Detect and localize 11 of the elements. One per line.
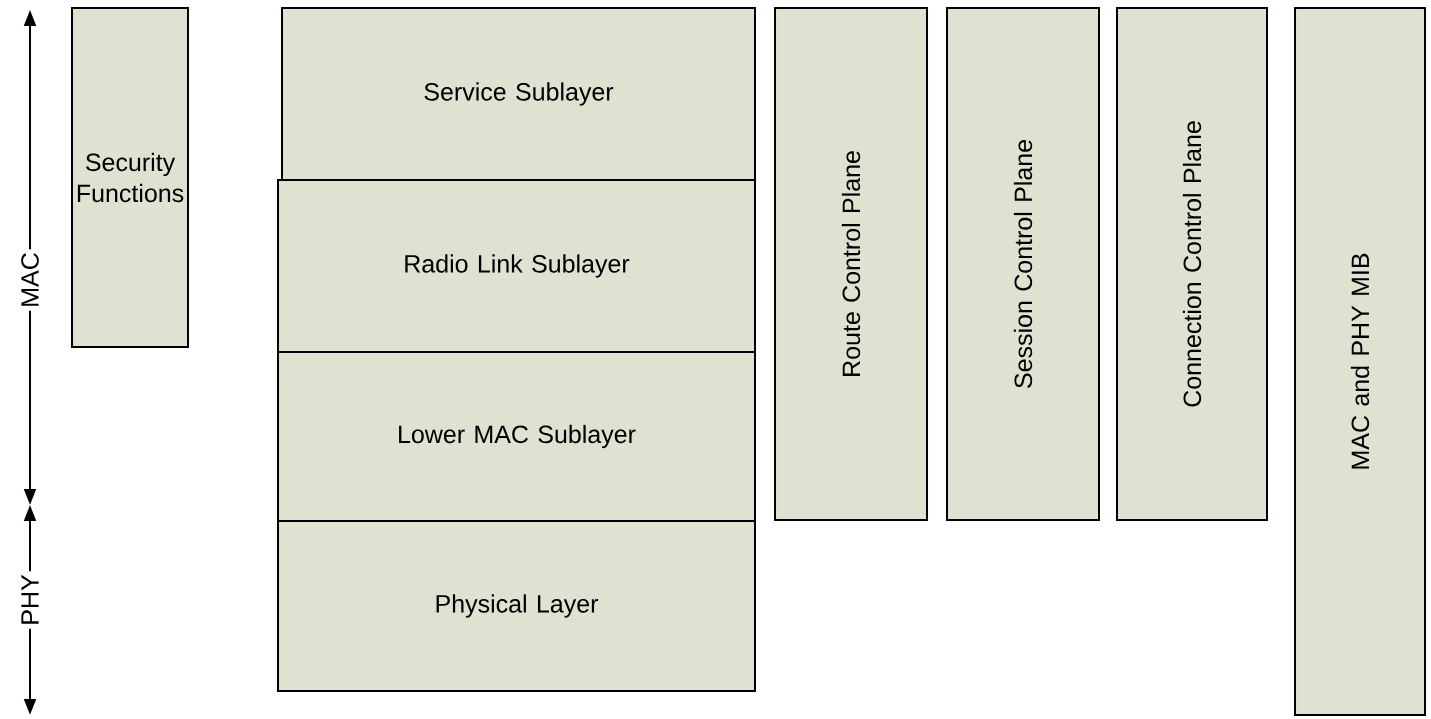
layer-box: Physical Layer: [277, 520, 756, 692]
layer-box: Security Functions: [71, 7, 189, 348]
layer-label: MAC: [18, 249, 42, 311]
layer-box: Route Control Plane: [774, 7, 928, 521]
layer-label: PHY: [18, 571, 42, 629]
layer-box: Service Sublayer: [281, 7, 756, 181]
layer-box: Lower MAC Sublayer: [277, 351, 756, 522]
layer-box: MAC and PHY MIB: [1294, 7, 1426, 716]
layer-box: Connection Control Plane: [1116, 7, 1268, 521]
layer-box: Session Control Plane: [946, 7, 1100, 521]
layer-box: Radio Link Sublayer: [277, 179, 756, 353]
